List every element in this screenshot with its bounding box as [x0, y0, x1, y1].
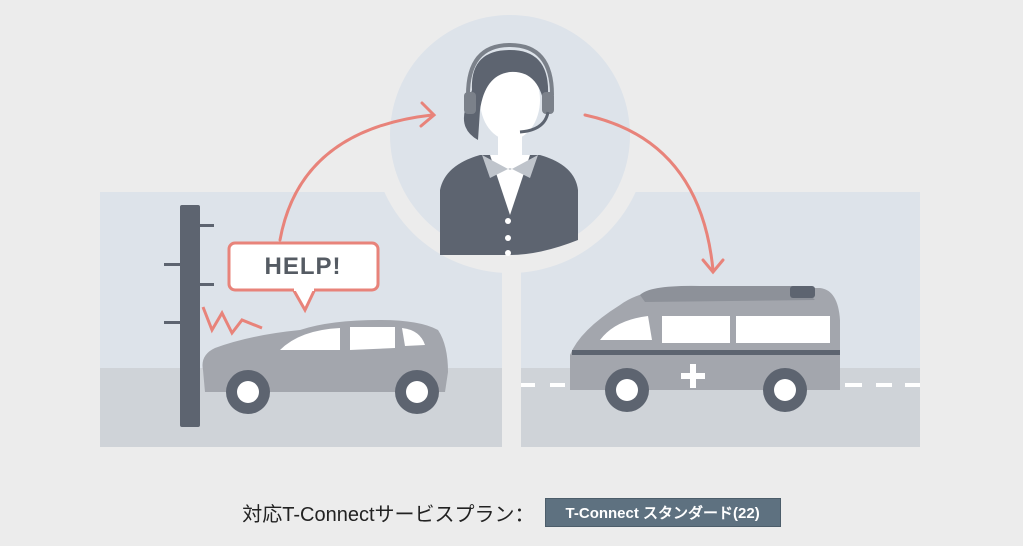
arrow-to-ambulance — [583, 113, 715, 272]
operator-icon — [440, 42, 578, 256]
crashed-car-icon — [202, 320, 448, 414]
ambulance-icon — [570, 285, 840, 412]
plan-label: 対応T-Connectサービスプラン： — [242, 504, 535, 526]
arrow-to-operator — [278, 113, 434, 242]
help-speech-bubble — [227, 241, 380, 314]
crash-icon — [201, 306, 263, 336]
plan-badge: T-Connect スタンダード(22) — [544, 498, 781, 527]
utility-pole — [164, 205, 214, 427]
caption: 対応T-Connectサービスプラン： T-Connect スタンダード(22) — [0, 498, 1023, 527]
help-text: HELP! — [264, 253, 342, 280]
flow-arrows — [278, 101, 725, 275]
